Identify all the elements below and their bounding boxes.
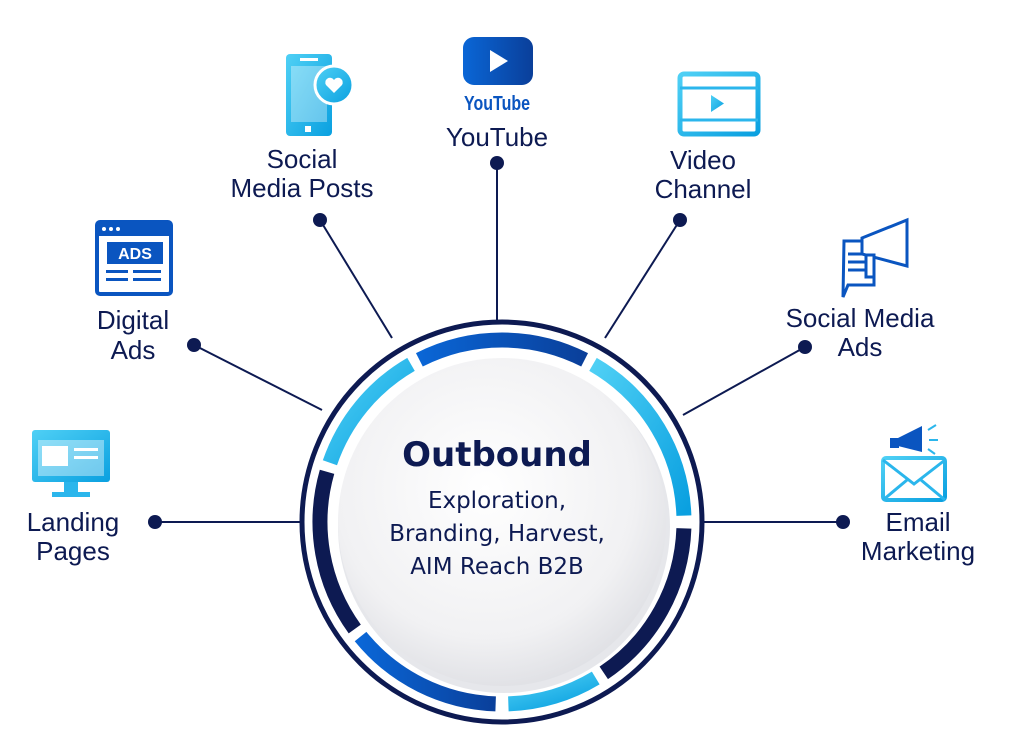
center-disc: [338, 358, 666, 686]
connector-digital-ads: [193, 344, 323, 411]
center-line: Exploration,: [428, 488, 566, 514]
node-label: Video: [670, 145, 736, 175]
node-youtube: YouTube YouTube: [446, 37, 548, 152]
center-hub: Outbound Exploration, Branding, Harvest,…: [299, 319, 705, 725]
monitor-icon: [32, 430, 110, 497]
email-megaphone-icon: [881, 424, 947, 502]
node-label: Pages: [36, 536, 110, 566]
connector-dot: [836, 515, 850, 529]
connector-dot: [187, 338, 201, 352]
youtube-icon: YouTube: [463, 37, 533, 115]
node-label: Landing: [27, 507, 120, 537]
node-label: Social Media: [786, 303, 935, 333]
connector-social-posts: [319, 219, 393, 339]
node-digital-ads: ADS Digital Ads: [95, 220, 173, 365]
connectors: [148, 156, 850, 529]
center-title: Outbound: [402, 435, 592, 475]
center-line: Branding, Harvest,: [389, 521, 605, 547]
node-label: YouTube: [446, 122, 548, 152]
node-label: Digital: [97, 305, 169, 335]
ring-segment: [589, 357, 692, 516]
connector-dot: [490, 156, 504, 170]
ring-segment: [507, 671, 600, 712]
ring-segment: [312, 469, 361, 634]
phone-heart-icon: [286, 54, 355, 136]
ring-segment: [415, 332, 589, 367]
connector-dot: [313, 213, 327, 227]
node-social-media-ads: Social Media Ads: [786, 217, 935, 362]
node-video-channel: Video Channel: [655, 71, 761, 204]
node-label: Media Posts: [230, 173, 373, 203]
ring-segment: [354, 631, 496, 712]
node-label: Social: [267, 144, 338, 174]
youtube-wordmark: YouTube: [464, 93, 530, 115]
center-line: AIM Reach B2B: [410, 554, 584, 580]
connector-video-channel: [604, 219, 681, 339]
node-landing-pages: Landing Pages: [27, 430, 120, 566]
ring-segment: [322, 357, 415, 466]
node-label: Ads: [838, 332, 883, 362]
connector-dot: [673, 213, 687, 227]
segmented-ring: [312, 332, 692, 712]
connector-social-ads: [682, 346, 806, 416]
connector-dot: [798, 340, 812, 354]
ads-window-icon: ADS: [95, 220, 173, 296]
connector-dot: [148, 515, 162, 529]
node-label: Ads: [111, 335, 156, 365]
megaphone-icon: [841, 217, 909, 298]
node-social-media-posts: Social Media Posts: [230, 54, 374, 203]
node-label: Marketing: [861, 536, 975, 566]
node-label: Channel: [655, 174, 752, 204]
ads-icon-text: ADS: [118, 246, 152, 263]
node-label: Email: [885, 507, 950, 537]
video-player-icon: [677, 71, 761, 137]
node-email-marketing: Email Marketing: [861, 424, 975, 566]
ring-segment: [599, 528, 692, 680]
